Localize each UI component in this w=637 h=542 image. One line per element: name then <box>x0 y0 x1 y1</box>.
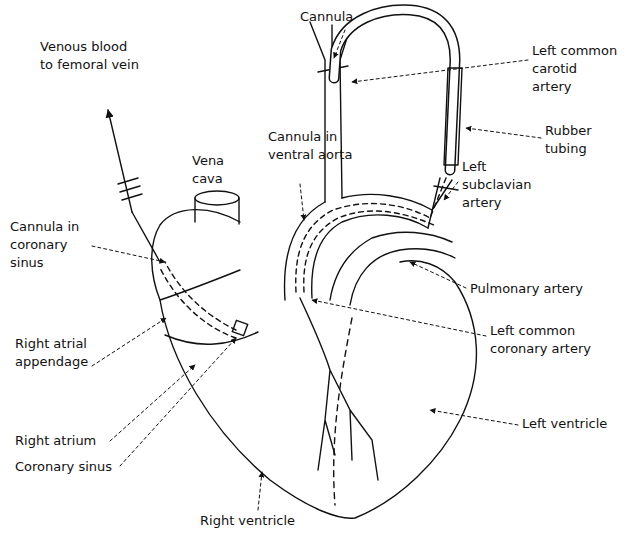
coronary-artery <box>300 298 378 480</box>
venous-outflow <box>108 110 132 212</box>
leader-line <box>312 300 486 336</box>
part-label: Venous blood to femoral vein <box>40 38 140 74</box>
part-label: Coronary sinus <box>15 458 135 476</box>
part-label: Rubber tubing <box>545 122 615 158</box>
pulmonary-artery <box>350 249 455 305</box>
septum-line <box>334 318 352 505</box>
leader-line <box>466 128 541 138</box>
leader-line <box>92 246 165 262</box>
leader-line <box>444 182 458 200</box>
leader-line <box>334 30 345 58</box>
aorta <box>342 194 432 210</box>
part-label: Pulmonary artery <box>470 280 620 298</box>
part-label: Cannula <box>300 8 380 26</box>
vena-cava <box>195 191 239 205</box>
cannula-tube <box>334 10 455 170</box>
part-label: Cannula in ventral aorta <box>268 128 363 164</box>
coronary-sinus <box>232 320 247 335</box>
leader-line <box>352 60 528 82</box>
part-label: Left common carotid artery <box>532 42 618 96</box>
vena-cava <box>195 198 239 224</box>
leader-line <box>258 472 262 510</box>
carotid-artery <box>310 22 325 202</box>
part-label: Right ventricle <box>200 512 330 530</box>
leader-line <box>120 338 236 466</box>
pulmonary-artery <box>330 232 452 300</box>
aortic-cannula <box>296 178 446 292</box>
leader-line <box>410 262 466 288</box>
rubber-tubing <box>444 68 462 165</box>
part-label: Right atrium <box>15 432 125 450</box>
aorta <box>284 202 325 300</box>
aorta <box>312 215 428 298</box>
part-label: Left subclavian artery <box>462 158 542 212</box>
ligature <box>118 178 142 200</box>
heart-outline <box>152 210 477 519</box>
venous-outflow <box>132 212 160 262</box>
sinus-cannula <box>160 268 236 338</box>
leader-line <box>300 184 304 220</box>
leader-line <box>92 318 166 366</box>
part-label: Right atrial appendage <box>15 335 105 371</box>
aortic-cannula <box>304 211 436 292</box>
part-label: Vena cava <box>192 152 237 188</box>
sinus-cannula <box>165 262 236 330</box>
part-label: Cannula in coronary sinus <box>10 218 90 272</box>
part-label: Left common coronary artery <box>490 322 610 358</box>
part-label: Left ventricle <box>522 415 632 433</box>
cannula-tube <box>334 10 455 170</box>
leader-line <box>430 410 518 425</box>
